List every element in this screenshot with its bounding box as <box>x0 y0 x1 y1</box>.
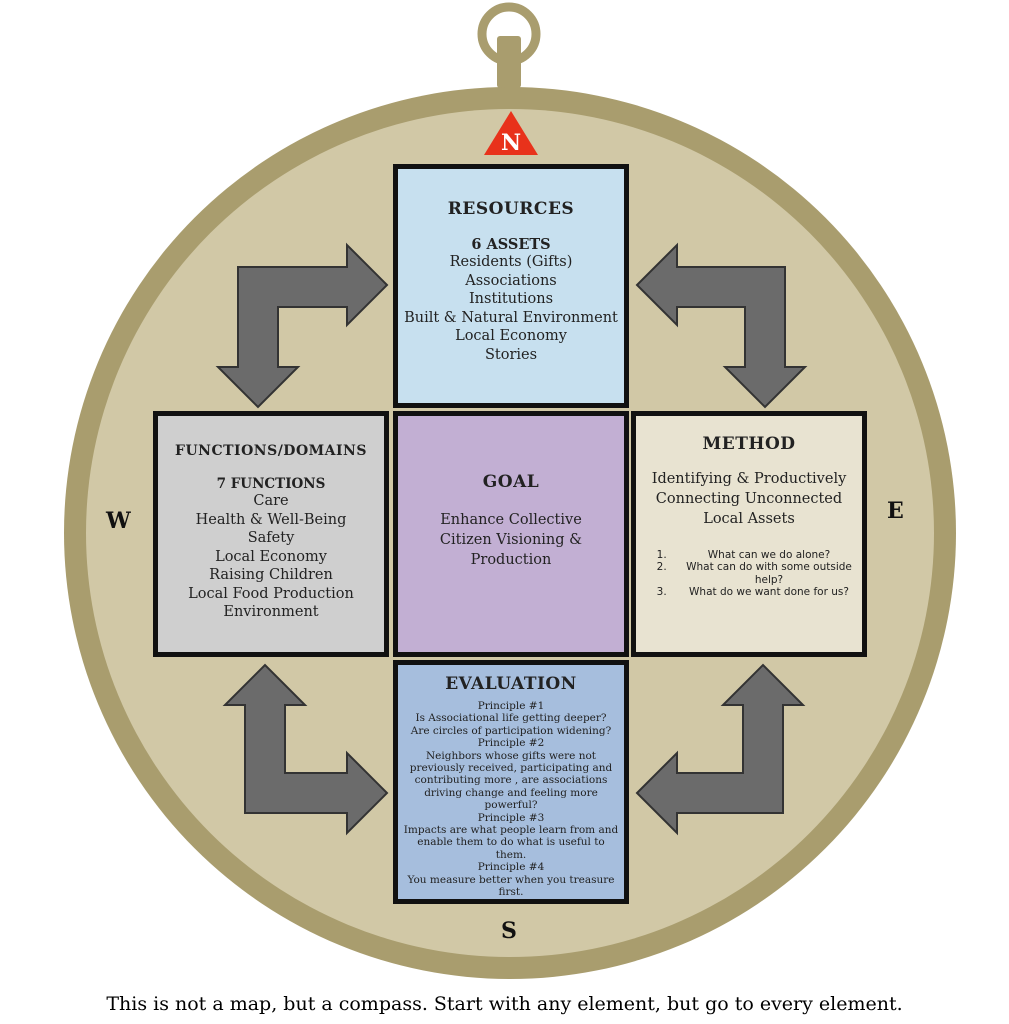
resources-box: RESOURCES 6 ASSETS Residents (Gifts) Ass… <box>393 164 629 408</box>
evaluation-line: enable them to do what is useful to <box>417 836 605 849</box>
resources-item: Stories <box>484 346 538 363</box>
evaluation-line: previously received, participating and <box>409 762 613 775</box>
arrow-bottom-right <box>635 663 806 836</box>
evaluation-line: powerful? <box>484 799 538 812</box>
goal-title: GOAL <box>482 472 540 492</box>
method-questions: What can we do alone? What can do with s… <box>636 549 862 599</box>
resources-item: Residents (Gifts) <box>449 254 573 270</box>
evaluation-title: EVALUATION <box>445 674 577 694</box>
method-title: METHOD <box>702 434 796 454</box>
caption: This is not a map, but a compass. Start … <box>106 993 903 1015</box>
arrow-top-right <box>635 242 808 409</box>
method-line: Identifying & Productively <box>651 471 847 487</box>
method-question: What do we want done for us? <box>670 586 862 598</box>
functions-subtitle: 7 FUNCTIONS <box>216 476 326 492</box>
method-line: Local Assets <box>703 511 795 527</box>
evaluation-line: driving change and feeling more <box>424 786 598 799</box>
evaluation-line: Are circles of participation widening? <box>410 724 612 737</box>
method-question: What can do with some outside help? <box>670 561 862 586</box>
functions-title: FUNCTIONS/DOMAINS <box>175 443 367 459</box>
arrow-bottom-left <box>222 663 389 836</box>
arrow-top-left <box>215 242 389 409</box>
goal-box: GOAL Enhance Collective Citizen Visionin… <box>393 411 629 657</box>
method-line: Connecting Unconnected <box>655 491 843 507</box>
resources-item: Built & Natural Environment <box>404 309 618 326</box>
north-marker <box>484 111 538 155</box>
functions-item: Health & Well-Being <box>195 511 347 528</box>
evaluation-line: Impacts are what people learn from and <box>403 824 619 837</box>
functions-item: Raising Children <box>209 567 333 583</box>
resources-item: Associations <box>465 272 557 289</box>
resources-subtitle: 6 ASSETS <box>471 236 551 253</box>
resources-title: RESOURCES <box>447 199 575 219</box>
north-label: N <box>501 130 521 156</box>
method-box: METHOD Identifying & Productively Connec… <box>631 411 867 657</box>
functions-item: Safety <box>247 530 295 546</box>
method-question: What can we do alone? <box>670 549 862 561</box>
evaluation-line: Neighbors whose gifts were not <box>425 749 597 762</box>
south-label: S <box>501 918 517 944</box>
evaluation-line: Principle #3 <box>477 811 545 824</box>
functions-item: Care <box>253 493 289 509</box>
goal-line: Citizen Visioning & <box>439 532 583 548</box>
evaluation-line: Principle #4 <box>477 861 545 874</box>
goal-line: Enhance Collective <box>440 512 582 528</box>
functions-item: Local Economy <box>215 548 327 565</box>
evaluation-line: Principle #1 <box>477 700 545 712</box>
resources-item: Institutions <box>468 291 554 307</box>
evaluation-line: Principle #2 <box>477 737 545 750</box>
evaluation-line: first. <box>498 886 524 899</box>
functions-item: Environment <box>223 604 319 620</box>
compass-stem <box>497 36 521 88</box>
west-label: W <box>106 508 131 534</box>
evaluation-box: EVALUATION Principle #1 Is Associational… <box>393 660 629 904</box>
evaluation-line: contributing more , are associations <box>414 774 608 787</box>
resources-item: Local Economy <box>455 328 567 344</box>
east-label: E <box>887 498 904 524</box>
functions-item: Local Food Production <box>188 585 354 602</box>
evaluation-line: them. <box>495 848 527 861</box>
goal-line: Production <box>470 552 552 568</box>
evaluation-line: You measure better when you treasure <box>407 873 615 886</box>
evaluation-line: Is Associational life getting deeper? <box>415 712 607 725</box>
functions-box: FUNCTIONS/DOMAINS 7 FUNCTIONS Care Healt… <box>153 411 389 657</box>
